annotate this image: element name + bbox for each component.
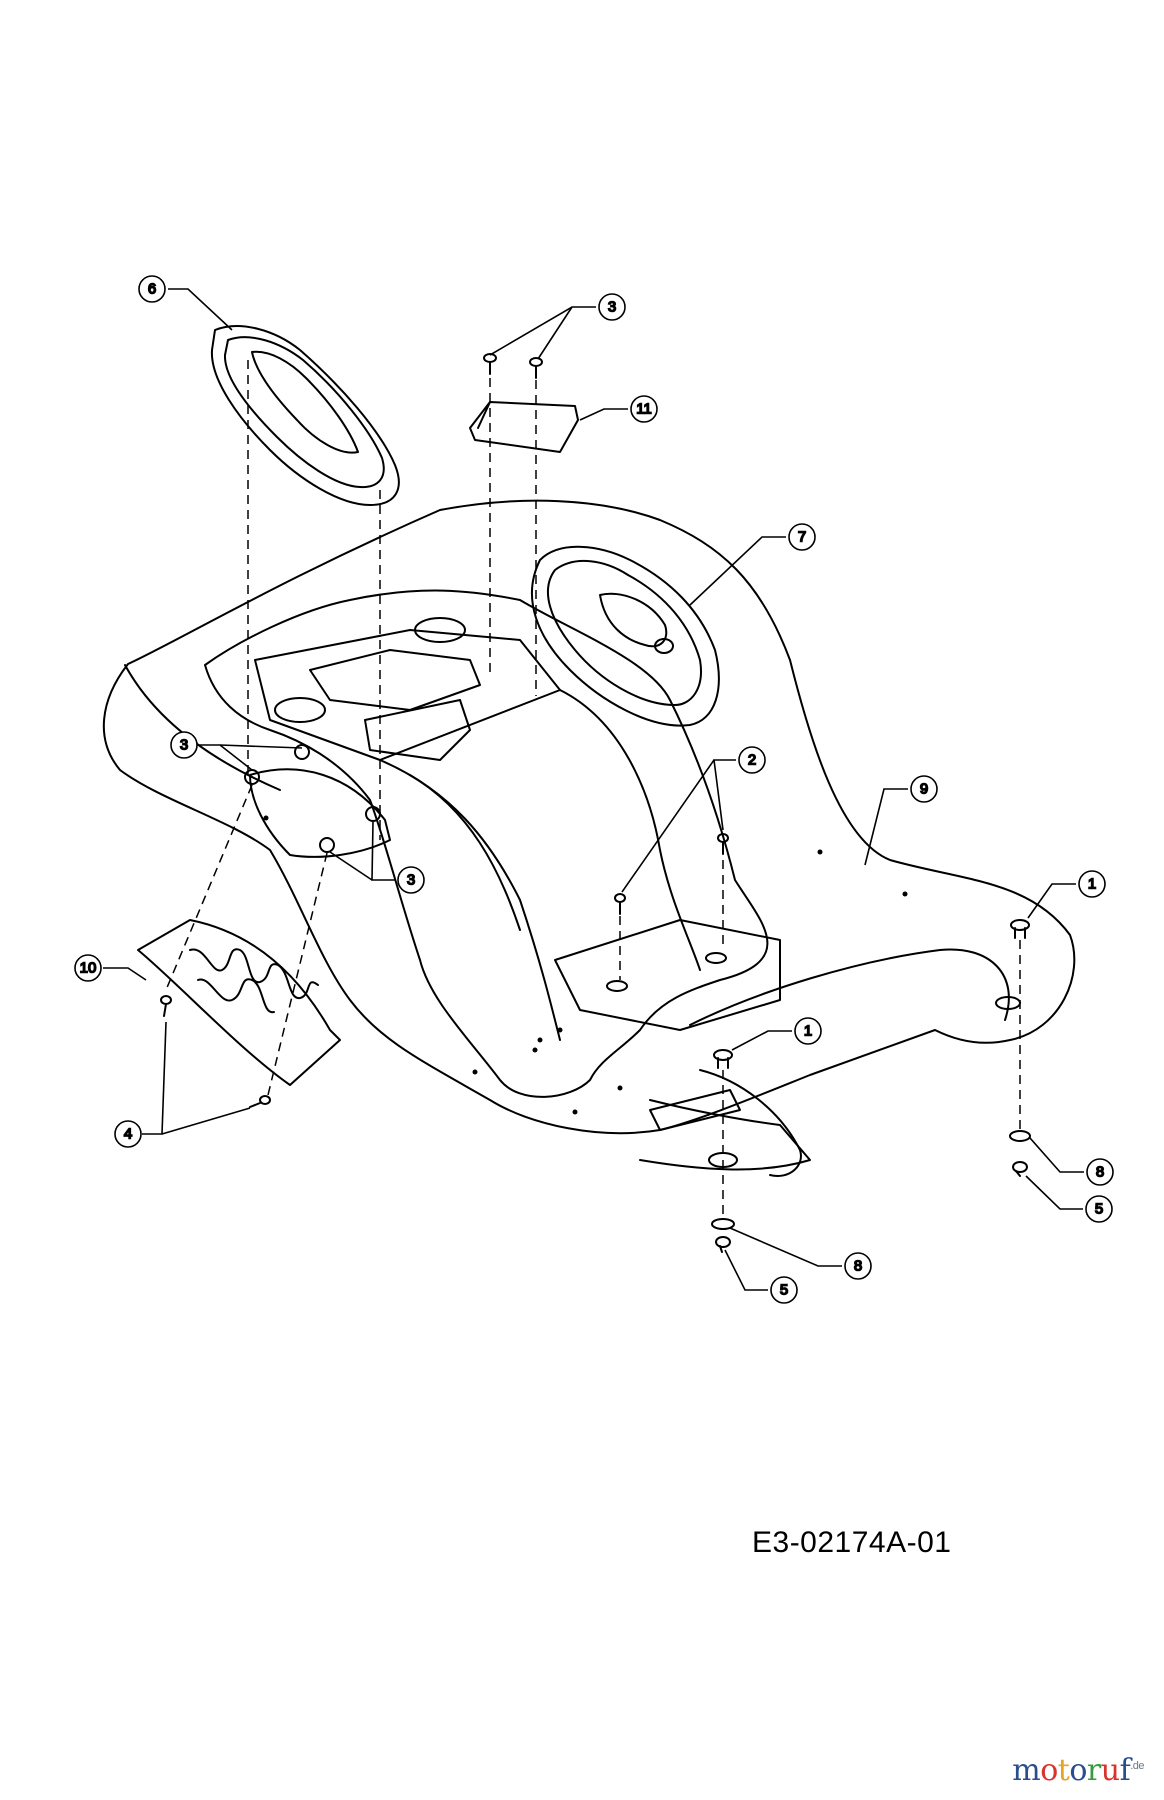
- tunnel-right: [559, 689, 701, 971]
- body-dots: [263, 815, 908, 1115]
- fender-body: [102, 499, 1076, 1135]
- drawing-number: E3-02174A-01: [752, 1526, 952, 1559]
- callout-8-center: 8: [844, 1252, 872, 1280]
- mount-hole-2: [606, 980, 628, 992]
- seat-hole-right: [414, 617, 466, 643]
- svg-text:5: 5: [1095, 1201, 1103, 1218]
- callout-10: 10: [74, 954, 102, 982]
- mount-hole-1: [705, 952, 727, 964]
- callout-9: 9: [910, 775, 938, 803]
- callout-leaders: [103, 288, 1084, 1291]
- dash-panel: [531, 545, 720, 727]
- assembly-lines: [165, 360, 1021, 1215]
- svg-text:11: 11: [636, 401, 652, 418]
- svg-text:7: 7: [798, 529, 806, 546]
- callout-1-center: 1: [794, 1017, 822, 1045]
- nut-center: [715, 1236, 731, 1253]
- seat-deck: [254, 629, 561, 761]
- screw-top-right: [529, 357, 543, 379]
- svg-text:10: 10: [80, 960, 97, 977]
- footrest-front: [639, 1099, 811, 1171]
- rear-flap: [249, 768, 391, 858]
- svg-text:6: 6: [148, 281, 156, 298]
- pin-right: [1010, 919, 1030, 939]
- console-cover-inner: [223, 336, 385, 489]
- dash-display: [599, 592, 668, 648]
- screw-step-left: [160, 995, 172, 1017]
- svg-text:1: 1: [804, 1023, 812, 1040]
- watermark-letters: motoruf: [1012, 1753, 1130, 1788]
- svg-text:9: 9: [920, 781, 928, 798]
- callout-3-left: 3: [170, 731, 198, 759]
- footrest-inlet: [649, 1089, 741, 1131]
- callout-3-top: 3: [598, 293, 626, 321]
- seat-deck-inner: [309, 649, 481, 711]
- watermark-logo: motoruf.de: [1012, 1753, 1144, 1788]
- tunnel-inner: [409, 774, 521, 931]
- seat-hole-left: [274, 697, 326, 723]
- step-plate-pattern: [189, 948, 319, 999]
- bolt-left-4: [319, 837, 335, 853]
- callout-5-right: 5: [1085, 1195, 1113, 1223]
- callout-11: 11: [630, 395, 658, 423]
- dash-panel-inner: [546, 559, 702, 706]
- svg-text:3: 3: [608, 299, 616, 316]
- dash-knob: [654, 638, 674, 654]
- callouts: 6 3 11 7 3 3 2 9 1 10 1 4 8 5 8 5: [74, 275, 1114, 1304]
- svg-text:5: 5: [780, 1282, 788, 1299]
- watermark-letter: r: [1086, 1753, 1101, 1788]
- screw-mount-lower: [614, 893, 626, 915]
- svg-text:8: 8: [854, 1258, 862, 1275]
- callout-1-right: 1: [1078, 870, 1106, 898]
- footrest-right: [689, 948, 1010, 1026]
- screw-step-right: [249, 1095, 271, 1108]
- watermark-letter: o: [1040, 1753, 1058, 1788]
- svg-text:3: 3: [180, 737, 188, 754]
- console-cover: [210, 325, 400, 506]
- callout-5-center: 5: [770, 1276, 798, 1304]
- support-bracket-edge: [477, 401, 491, 429]
- svg-text:2: 2: [748, 752, 756, 769]
- step-plate: [137, 919, 341, 1086]
- callout-6: 6: [138, 275, 166, 303]
- seat-bracket-lower: [364, 699, 471, 761]
- nut-right: [1012, 1161, 1028, 1177]
- tunnel-left: [379, 759, 561, 1041]
- watermark-letter: f: [1119, 1753, 1131, 1788]
- watermark-suffix: .de: [1130, 1760, 1144, 1772]
- screw-top-left: [483, 353, 497, 375]
- callout-2: 2: [738, 746, 766, 774]
- svg-text:3: 3: [407, 872, 415, 889]
- callout-7: 7: [788, 523, 816, 551]
- callout-3-lower: 3: [397, 866, 425, 894]
- footrest-center: [554, 919, 781, 1031]
- callout-4: 4: [114, 1120, 142, 1148]
- svg-text:1: 1: [1088, 876, 1096, 893]
- console-cover-slot: [251, 350, 359, 454]
- svg-text:8: 8: [1096, 1164, 1104, 1181]
- screw-mount-upper: [717, 833, 729, 855]
- watermark-letter: u: [1100, 1753, 1120, 1788]
- washer-right: [1009, 1130, 1031, 1142]
- svg-text:4: 4: [124, 1126, 132, 1143]
- bolt-left-2: [294, 744, 310, 760]
- callout-8-right: 8: [1086, 1158, 1114, 1186]
- watermark-letter: t: [1057, 1753, 1070, 1788]
- step-plate-pattern-2: [197, 978, 275, 1014]
- pin-center: [713, 1049, 733, 1069]
- washer-center: [711, 1218, 735, 1230]
- fender-step: [699, 1069, 802, 1177]
- watermark-letter: m: [1012, 1753, 1041, 1788]
- watermark-letter: o: [1069, 1753, 1087, 1788]
